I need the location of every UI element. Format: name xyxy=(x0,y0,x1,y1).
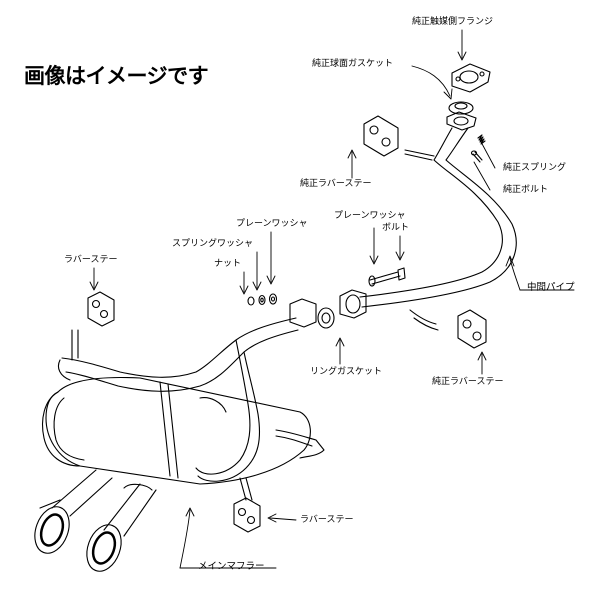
rubber-stay-left xyxy=(87,291,115,327)
main-muffler-drawing xyxy=(41,339,325,501)
label-rubber-stay-left: ラバーステー xyxy=(64,255,118,265)
genuine-spring-bolt-drawing xyxy=(470,134,486,163)
rubber-stay-bottom xyxy=(233,497,261,533)
nut-washers-drawing xyxy=(247,293,278,306)
rear-pipe-drawing xyxy=(57,317,299,392)
genuine-spherical-gasket-drawing xyxy=(448,101,474,115)
tail-pipes-drawing xyxy=(34,469,157,572)
rubber-stay-right xyxy=(457,309,487,349)
label-ring-gasket: リングガスケット xyxy=(310,367,383,377)
label-spring-washer: スプリングワッシャ xyxy=(172,239,254,249)
label-genuine-spherical-gasket: 純正球面ガスケット xyxy=(312,59,394,69)
label-nut: ナット xyxy=(214,259,242,269)
label-center-pipe: 中間パイプ xyxy=(527,282,575,293)
leader-lines xyxy=(89,29,575,569)
label-genuine-spring: 純正スプリング xyxy=(503,163,567,173)
rubber-stay-top xyxy=(363,115,399,157)
flange-bolt-drawing xyxy=(368,267,406,287)
label-plain-washer-left: プレーンワッシャ xyxy=(236,219,308,229)
label-bolt: ボルト xyxy=(382,223,410,233)
label-genuine-catalyst-flange: 純正触媒側フランジ xyxy=(412,17,494,27)
genuine-catalyst-flange-drawing xyxy=(451,63,491,93)
label-rubber-stay-bottom: ラバーステー xyxy=(300,515,354,525)
label-main-muffler: メインマフラー xyxy=(198,561,265,572)
label-genuine-rubber-stay-right: 純正ラバーステー xyxy=(432,377,504,387)
center-pipe-drawing xyxy=(359,127,517,331)
label-genuine-bolt: 純正ボルト xyxy=(503,185,549,195)
image-notice-heading: 画像はイメージです xyxy=(24,64,209,88)
center-pipe-inlet-flange xyxy=(446,111,477,131)
center-flange-joint xyxy=(289,289,367,329)
label-genuine-rubber-stay-top: 純正ラバーステー xyxy=(300,179,372,189)
label-plain-washer-right: プレーンワッシャ xyxy=(334,211,406,221)
